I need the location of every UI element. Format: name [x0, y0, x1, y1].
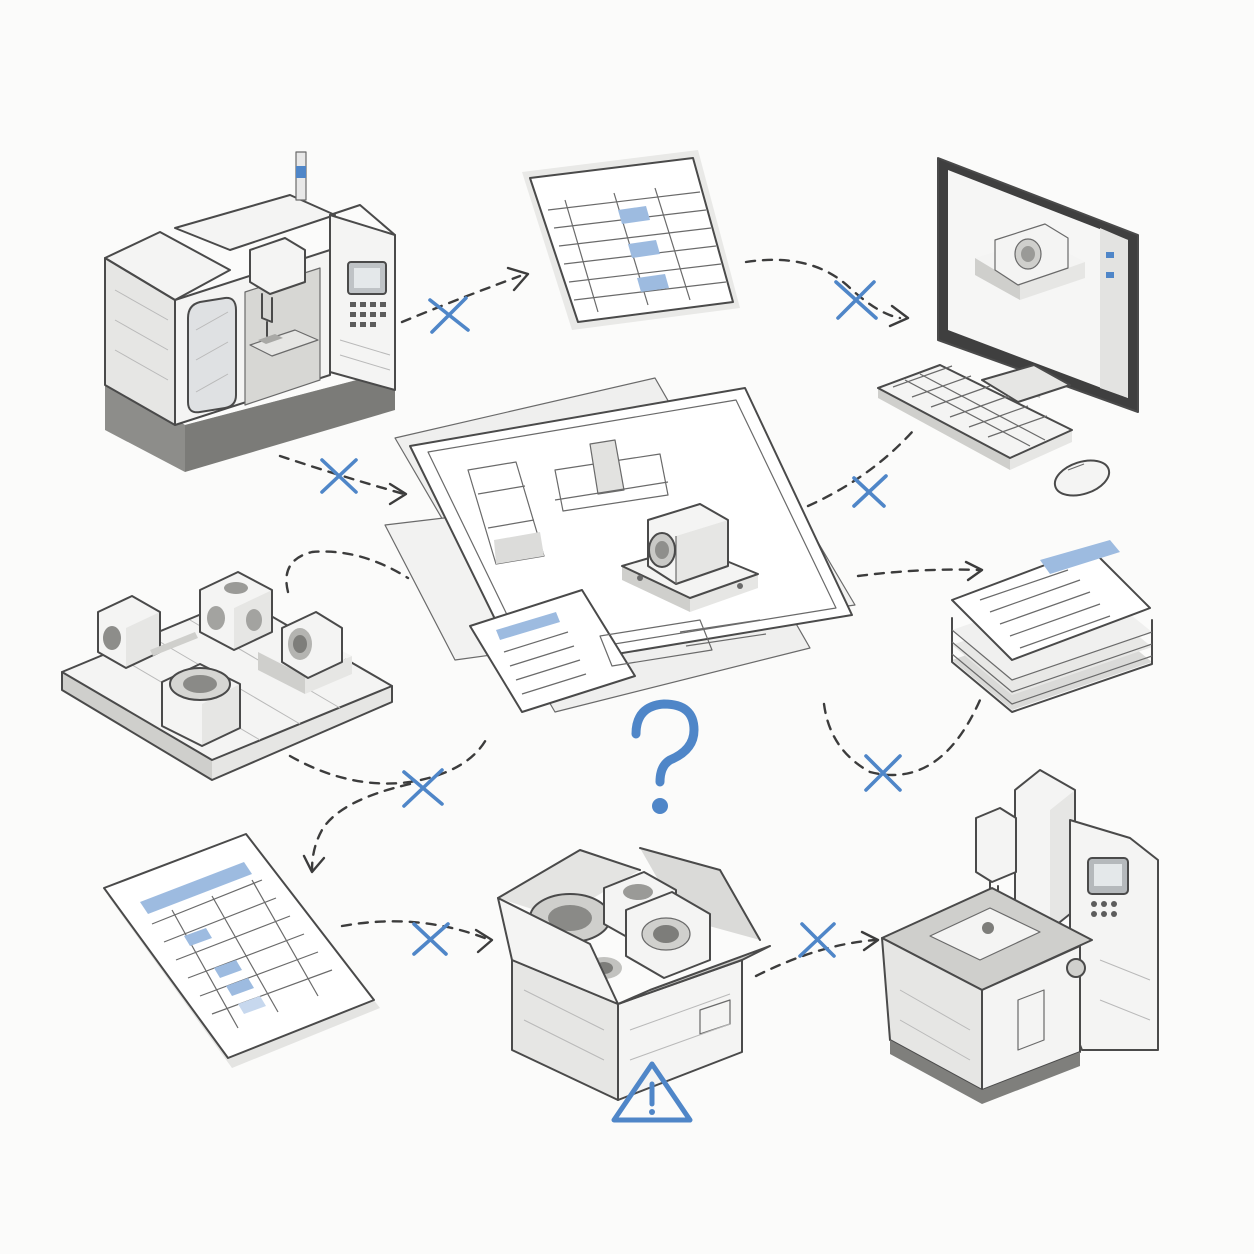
- x-mark-icon: [798, 922, 836, 958]
- cnc-machining-center-icon: [104, 151, 396, 472]
- link-mid-inspection: [310, 782, 412, 872]
- cad-workstation-icon: [877, 157, 1139, 497]
- x-mark-icon: [412, 922, 450, 956]
- x-mark-icon: [834, 280, 878, 320]
- x-mark-icon: [864, 754, 902, 792]
- x-mark-icon: [320, 458, 358, 494]
- link-center-cad: [806, 430, 914, 508]
- x-mark-icon: [852, 474, 888, 508]
- link-parts-center: [285, 550, 410, 594]
- question-mark-icon: [631, 699, 699, 814]
- stacked-reports-icon: [951, 540, 1153, 713]
- inspection-sheets-icon: [103, 833, 380, 1068]
- warning-triangle-icon: [611, 1061, 693, 1123]
- spreadsheet-sheet-icon: [522, 150, 740, 330]
- x-mark-icon: [402, 768, 444, 808]
- broken-link-markers: [320, 280, 902, 958]
- link-center-cmm: [822, 698, 982, 777]
- x-mark-icon: [428, 296, 470, 334]
- link-spreadsheet-cad: [744, 258, 902, 320]
- machined-parts-on-fixture-icon: [61, 571, 393, 781]
- link-center-reports: [856, 568, 982, 578]
- link-cnc-spreadsheet: [400, 274, 522, 324]
- connectors: [278, 258, 984, 978]
- technical-drawings-stack-icon: [384, 377, 856, 713]
- link-parts-inspection: [288, 734, 490, 785]
- open-box-of-parts-icon: [497, 847, 771, 1101]
- link-inspection-box: [340, 920, 492, 942]
- link-box-cmm: [754, 938, 878, 978]
- measuring-machine-icon: [881, 769, 1159, 1104]
